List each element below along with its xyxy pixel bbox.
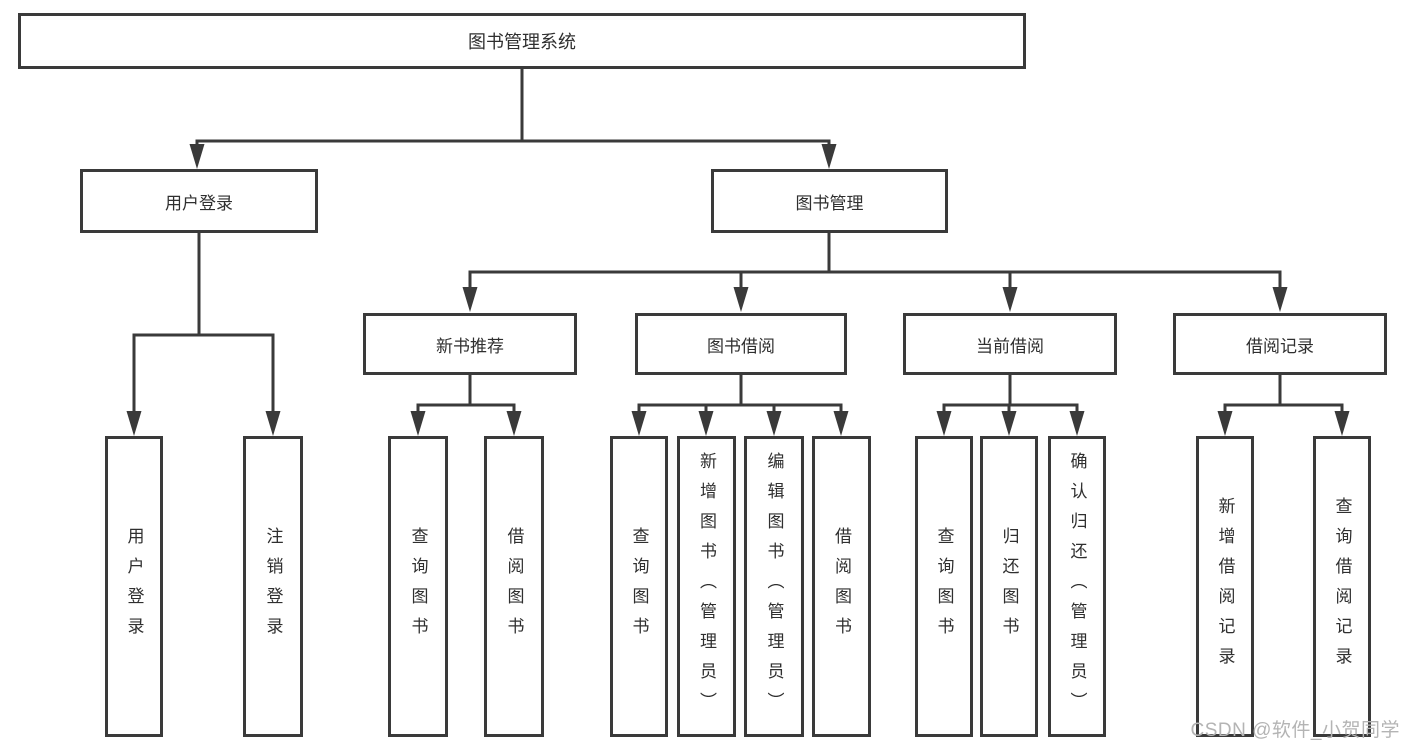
leaf-query-books-borrow: 查询图书	[610, 436, 668, 737]
leaf-edit-books-admin: 编辑图书（管理员）	[744, 436, 804, 737]
connector-borrow-record-branch	[1217, 375, 1350, 436]
node-book-borrow: 图书借阅	[635, 313, 847, 375]
node-new-book-recommend: 新书推荐	[363, 313, 577, 375]
connector-user-login-branch	[126, 233, 281, 436]
connector-root-to-level2	[189, 69, 837, 169]
leaf-add-borrow-record: 新增借阅记录	[1196, 436, 1254, 737]
leaf-query-books-current: 查询图书	[915, 436, 973, 737]
leaf-borrow-books-recommend: 借阅图书	[484, 436, 544, 737]
leaf-query-borrow-record: 查询借阅记录	[1313, 436, 1371, 737]
connector-book-borrow-branch	[631, 375, 849, 436]
leaf-borrow-books: 借阅图书	[812, 436, 871, 737]
node-borrow-records: 借阅记录	[1173, 313, 1387, 375]
leaf-user-login: 用户登录	[105, 436, 163, 737]
leaf-add-books-admin: 新增图书（管理员）	[677, 436, 736, 737]
leaf-query-books-recommend: 查询图书	[388, 436, 448, 737]
leaf-return-books: 归还图书	[980, 436, 1038, 737]
node-book-management: 图书管理	[711, 169, 948, 233]
node-current-borrow: 当前借阅	[903, 313, 1117, 375]
leaf-logout: 注销登录	[243, 436, 303, 737]
watermark-csdn: CSDN @软件_小贺同学	[1190, 720, 1400, 741]
connector-new-book-branch	[410, 375, 522, 436]
node-library-system: 图书管理系统	[18, 13, 1026, 69]
connector-book-management-branch	[462, 233, 1288, 312]
node-user-login: 用户登录	[80, 169, 318, 233]
connector-current-borrow-branch	[936, 375, 1085, 436]
leaf-confirm-return-admin: 确认归还（管理员）	[1048, 436, 1106, 737]
